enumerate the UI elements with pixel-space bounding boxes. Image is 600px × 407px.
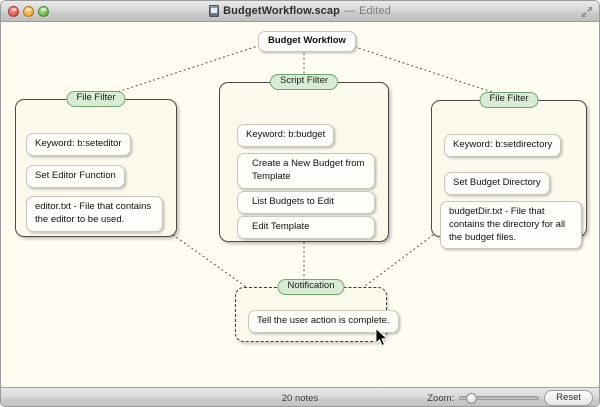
status-bar: 20 notes Zoom: Reset: [1, 387, 599, 406]
zoom-button[interactable]: [38, 6, 49, 17]
group-title-left-file-filter[interactable]: File Filter: [66, 91, 126, 107]
group-center-script-filter[interactable]: Script Filter Keyword: b:budget Create a…: [219, 74, 389, 242]
minimize-button[interactable]: [23, 6, 34, 17]
note-set-budget-directory[interactable]: Set Budget Directory: [444, 172, 550, 195]
note-editor-txt-description[interactable]: editor.txt - File that contains the edit…: [26, 196, 163, 232]
note-budgetdir-txt-description[interactable]: budgetDir.txt - File that contains the d…: [440, 201, 582, 250]
window-controls: [8, 6, 49, 17]
zoom-controls: Zoom: Reset: [427, 390, 593, 406]
note-set-editor-function[interactable]: Set Editor Function: [26, 165, 125, 188]
note-create-new-budget[interactable]: Create a New Budget from Template: [237, 153, 375, 189]
window-title-state: Edited: [359, 5, 391, 17]
document-icon: [209, 5, 220, 17]
note-keyword-seteditor[interactable]: Keyword: b:seteditor: [26, 133, 131, 156]
fullscreen-arrows-icon[interactable]: [581, 5, 593, 17]
group-title-script-filter[interactable]: Script Filter: [269, 74, 339, 90]
note-keyword-budget[interactable]: Keyword: b:budget: [237, 124, 335, 147]
reset-button[interactable]: Reset: [544, 390, 593, 406]
window-title: BudgetWorkflow.scap — Edited: [209, 5, 391, 17]
window-title-text: BudgetWorkflow.scap: [223, 5, 340, 17]
group-title-notification[interactable]: Notification: [277, 279, 345, 295]
zoom-slider-track[interactable]: [459, 396, 540, 400]
zoom-label: Zoom:: [427, 392, 455, 404]
note-tell-user-complete[interactable]: Tell the user action is complete.: [248, 310, 399, 333]
note-keyword-setdirectory[interactable]: Keyword: b:setdirectory: [444, 134, 562, 157]
root-node[interactable]: Budget Workflow: [258, 31, 356, 52]
close-button[interactable]: [8, 6, 19, 17]
note-edit-template[interactable]: Edit Template: [237, 216, 375, 239]
title-bar[interactable]: BudgetWorkflow.scap — Edited: [1, 1, 599, 22]
group-right-file-filter[interactable]: File Filter Keyword: b:setdirectory Set …: [431, 92, 587, 250]
notes-count-label: 20 notes: [281, 392, 319, 404]
zoom-slider[interactable]: [459, 392, 540, 404]
window-title-separator: —: [343, 5, 356, 17]
group-notification[interactable]: Notification Tell the user action is com…: [235, 279, 399, 342]
workflow-canvas[interactable]: Budget Workflow File Filter Keyword: b:s…: [1, 22, 599, 387]
root-node-label: Budget Workflow: [268, 35, 346, 46]
zoom-slider-knob[interactable]: [466, 392, 478, 404]
note-list-budgets-to-edit[interactable]: List Budgets to Edit: [237, 191, 375, 214]
group-title-right-file-filter[interactable]: File Filter: [479, 92, 539, 108]
group-left-file-filter[interactable]: File Filter Keyword: b:seteditor Set Edi…: [15, 91, 177, 237]
